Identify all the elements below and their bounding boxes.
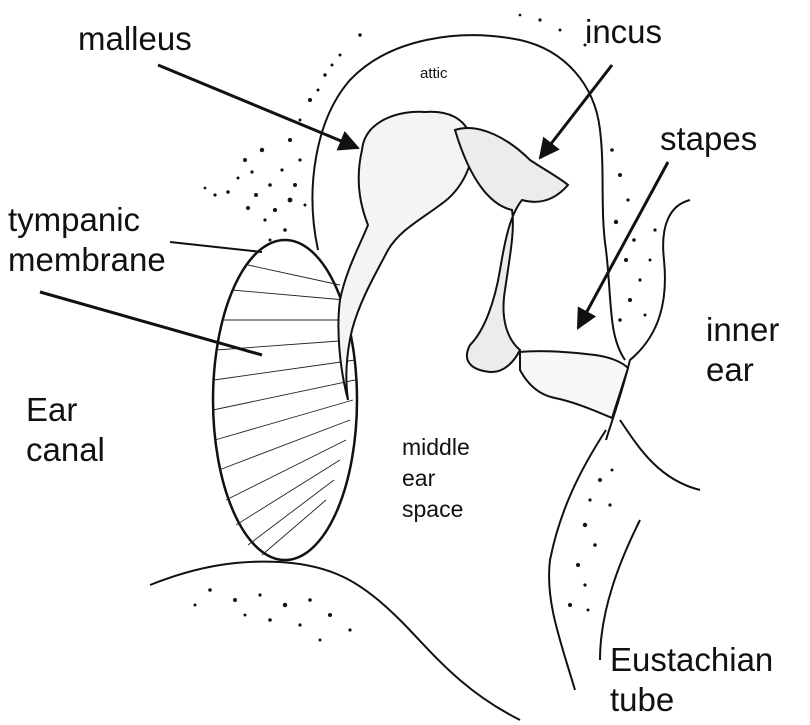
middle-ear-floor [150,562,520,720]
label-ear-canal-line-1: Ear [26,390,105,430]
label-eustachian-line-2: tube [610,680,773,720]
label-incus: incus [585,15,662,48]
temporal-bone-stipple-left [204,33,362,241]
label-middle-ear-line-1: middle [402,432,470,463]
malleus-bone [338,112,472,400]
label-eustachian-line-1: Eustachian [610,640,773,680]
tympanic-leader-line [170,242,262,252]
stapes-bone [520,351,628,418]
eustachian-tube-wall-right [600,420,700,660]
label-middle-ear-line-3: space [402,494,470,525]
label-inner-ear: inner ear [706,310,779,390]
label-eustachian-tube: Eustachian tube [610,640,773,720]
stapes-arrow [578,162,668,328]
label-tympanic-line-2: membrane [8,240,166,280]
malleus-arrow [158,65,358,148]
label-ear-canal: Ear canal [26,390,105,470]
label-stapes: stapes [660,122,757,155]
label-tympanic-line-1: tympanic [8,200,166,240]
label-middle-ear-line-2: ear [402,463,470,494]
label-malleus: malleus [78,22,192,55]
label-ear-canal-line-2: canal [26,430,105,470]
label-inner-ear-line-1: inner [706,310,779,350]
label-inner-ear-line-2: ear [706,350,779,390]
label-tympanic-membrane: tympanic membrane [8,200,166,280]
eustachian-bone-stipple [568,469,614,612]
label-attic: attic [420,66,448,81]
eustachian-tube-wall-left [549,430,606,690]
floor-bone-stipple [194,588,352,641]
tympanic-membrane-shape [213,240,357,560]
incus-bone [455,128,568,372]
label-middle-ear-space: middle ear space [402,432,470,525]
